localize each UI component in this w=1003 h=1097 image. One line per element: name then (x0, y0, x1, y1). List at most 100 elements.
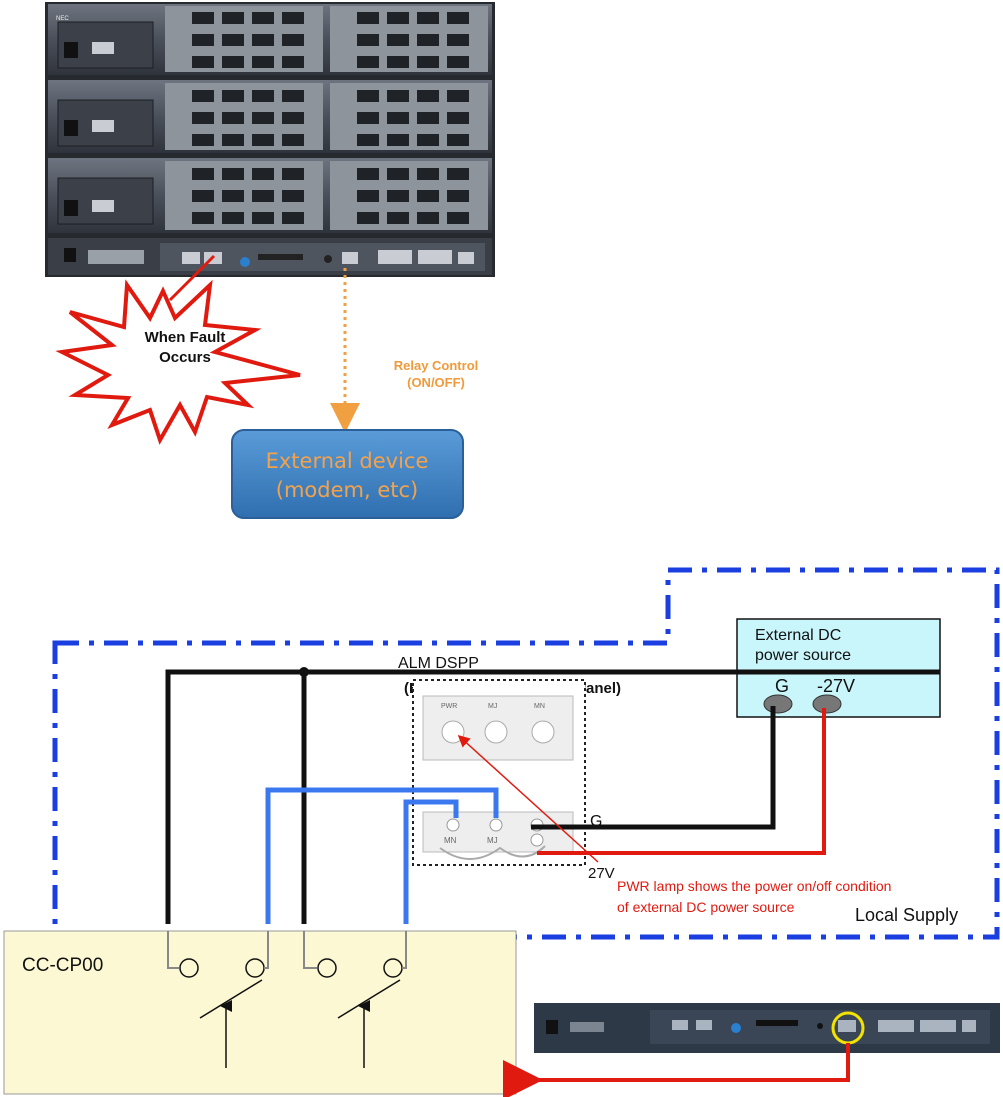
note-line1: PWR lamp shows the power on/off conditio… (617, 878, 891, 894)
local-supply-label: Local Supply (855, 905, 958, 925)
card-port (252, 56, 274, 68)
card-port (387, 134, 409, 146)
note-line2: of external DC power source (617, 899, 795, 915)
card-port (222, 212, 244, 224)
card-port (192, 34, 214, 46)
card-port (387, 12, 409, 24)
pwr-lamp-pointer (457, 734, 599, 863)
panel-lamp-mj: MJ (488, 703, 497, 710)
cc-cp00-box: CC-CP00 (3, 930, 517, 1095)
card-port (357, 112, 379, 124)
control-unit-front (534, 1003, 1000, 1053)
card-port (447, 112, 469, 124)
card-port (282, 34, 304, 46)
card-port (192, 90, 214, 102)
card-port (387, 34, 409, 46)
fault-starburst: When Fault Occurs (55, 279, 301, 445)
red-supply-wire (537, 708, 826, 855)
card-port (387, 190, 409, 202)
card-port (417, 56, 439, 68)
card-port (222, 134, 244, 146)
card-port (417, 134, 439, 146)
fault-label-line2: Occurs (159, 349, 211, 366)
card-port (387, 212, 409, 224)
fault-label-line1: When Fault (145, 329, 226, 346)
card-port (417, 190, 439, 202)
panel-terminal-mj: MJ (487, 836, 498, 845)
card-port (447, 34, 469, 46)
card-port (282, 134, 304, 146)
card-port (192, 12, 214, 24)
wire-label-27v: 27V (588, 865, 615, 882)
terminal-g-label: G (775, 676, 789, 696)
card-port (252, 168, 274, 180)
card-port (192, 56, 214, 68)
card-port (192, 134, 214, 146)
return-arrow (503, 1043, 850, 1097)
card-port (282, 168, 304, 180)
card-port (447, 90, 469, 102)
card-port (417, 12, 439, 24)
card-port (417, 34, 439, 46)
fault-link-line (168, 254, 216, 302)
panel-lamp-pwr: PWR (441, 703, 457, 710)
cc-label: CC-CP00 (22, 955, 103, 976)
alm-title-line1: ALM DSPP (398, 655, 479, 672)
card-port (417, 112, 439, 124)
card-port (222, 56, 244, 68)
card-port (222, 168, 244, 180)
card-port (282, 90, 304, 102)
card-port (417, 212, 439, 224)
blue-wires (265, 787, 499, 924)
card-port (417, 90, 439, 102)
card-port (447, 168, 469, 180)
card-port (387, 90, 409, 102)
chassis-brand: NEC (56, 16, 69, 22)
card-port (252, 212, 274, 224)
card-port (192, 212, 214, 224)
card-port (357, 90, 379, 102)
card-port (282, 112, 304, 124)
pbx-chassis: NEC (45, 2, 495, 277)
card-port (357, 190, 379, 202)
card-port (357, 168, 379, 180)
card-port (357, 56, 379, 68)
external-device-box: External device (modem, etc) (231, 429, 464, 519)
power-title-line2: power source (755, 647, 851, 664)
card-port (357, 134, 379, 146)
card-port (387, 56, 409, 68)
card-port (357, 34, 379, 46)
card-port (252, 90, 274, 102)
card-port (282, 190, 304, 202)
card-port (192, 168, 214, 180)
card-port (447, 56, 469, 68)
card-port (357, 212, 379, 224)
card-port (447, 190, 469, 202)
card-port (222, 190, 244, 202)
relay-label-line1: Relay Control (394, 358, 479, 373)
card-port (282, 12, 304, 24)
relay-label-line2: (ON/OFF) (407, 375, 465, 390)
wire-label-g: G (590, 813, 602, 830)
device-label-line2: (modem, etc) (276, 478, 418, 502)
chassis-card-slots (192, 12, 469, 224)
card-port (252, 112, 274, 124)
card-port (222, 12, 244, 24)
power-title-line1: External DC (755, 627, 841, 644)
junction-dot (299, 667, 309, 677)
card-port (447, 12, 469, 24)
card-port (282, 212, 304, 224)
card-port (387, 168, 409, 180)
card-port (387, 112, 409, 124)
chassis-control-unit (48, 238, 492, 275)
card-port (447, 212, 469, 224)
device-label-line1: External device (266, 449, 429, 473)
card-port (447, 134, 469, 146)
card-port (252, 34, 274, 46)
card-port (357, 12, 379, 24)
card-port (222, 34, 244, 46)
card-port (222, 90, 244, 102)
card-port (252, 190, 274, 202)
external-dc-power-source: External DC power source G -27V (736, 618, 941, 718)
